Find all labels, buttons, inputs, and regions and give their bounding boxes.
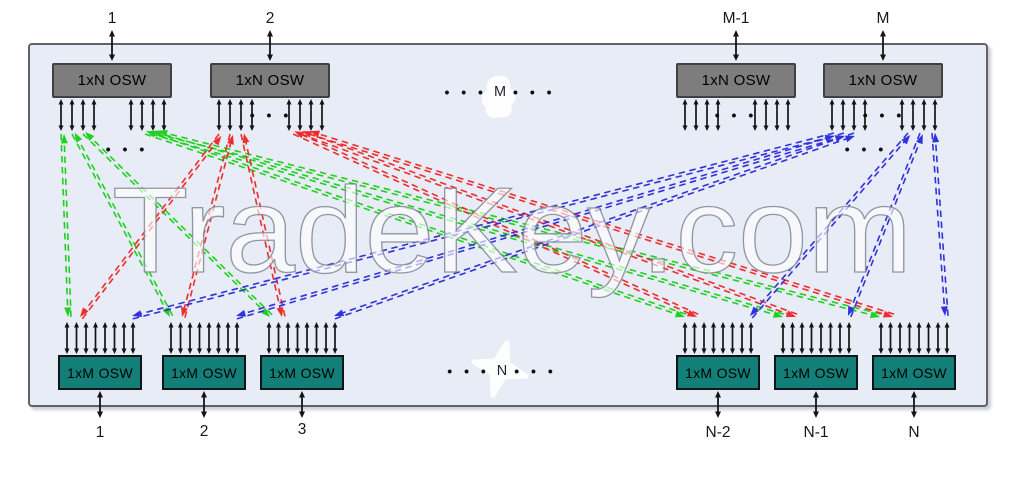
top-osw-box: 1xN OSW [823, 63, 943, 98]
osw-box-label: 1xM OSW [67, 364, 133, 381]
watermark-blob-bottom [471, 340, 529, 398]
osw-box-label: 1xM OSW [171, 364, 237, 381]
bottom-middle-count-label: N [496, 363, 508, 379]
bottom-port-label: 1 [95, 424, 105, 441]
ellipsis-dots: • • • [444, 84, 487, 100]
bottom-middle-ellipsis: • • • N • • • [447, 363, 556, 379]
bottom-osw-box: 1xM OSW [58, 355, 142, 390]
bottom-port-label: 2 [199, 423, 209, 440]
osw-box-label: 1xN OSW [848, 72, 918, 89]
watermark-blob-top [481, 75, 516, 119]
ellipsis-dots: • • • [105, 141, 149, 157]
bottom-osw-box: 1xM OSW [260, 355, 344, 390]
ellipsis-dots: • • • [447, 363, 490, 379]
bottom-osw-box: 1xM OSW [774, 355, 858, 390]
top-port-label: 1 [107, 10, 117, 27]
ellipsis-dots: • • • [714, 107, 758, 123]
top-middle-ellipsis: • • • M • • • [444, 84, 555, 100]
top-middle-count-label: M [493, 84, 507, 100]
bottom-osw-box: 1xM OSW [162, 355, 246, 390]
bottom-port-label: N [908, 424, 920, 441]
osw-box-label: 1xN OSW [235, 72, 305, 89]
ellipsis-dots: • • • [514, 363, 557, 379]
ellipsis-dots: • • • [513, 84, 556, 100]
bottom-osw-box: 1xM OSW [676, 355, 760, 390]
top-osw-box: 1xN OSW [52, 63, 172, 98]
bottom-port-label: N-2 [705, 424, 731, 441]
osw-box-label: 1xN OSW [77, 72, 147, 89]
ellipsis-dots: • • • [862, 107, 906, 123]
ellipsis-dots: • • • [249, 107, 293, 123]
top-port-label: 2 [265, 10, 275, 27]
osw-box-label: 1xM OSW [269, 364, 335, 381]
watermark-text: TradeKey.com [112, 162, 912, 298]
osw-box-label: 1xM OSW [881, 364, 947, 381]
top-port-label: M-1 [722, 10, 750, 27]
top-port-label: M [876, 10, 890, 27]
bottom-port-label: N-1 [803, 424, 829, 441]
osw-box-label: 1xM OSW [783, 364, 849, 381]
bottom-osw-box: 1xM OSW [872, 355, 956, 390]
top-osw-box: 1xN OSW [210, 63, 330, 98]
ellipsis-dots: • • • [844, 141, 888, 157]
top-osw-box: 1xN OSW [676, 63, 796, 98]
osw-box-label: 1xN OSW [701, 72, 771, 89]
bottom-port-label: 3 [297, 421, 307, 438]
osw-box-label: 1xM OSW [685, 364, 751, 381]
